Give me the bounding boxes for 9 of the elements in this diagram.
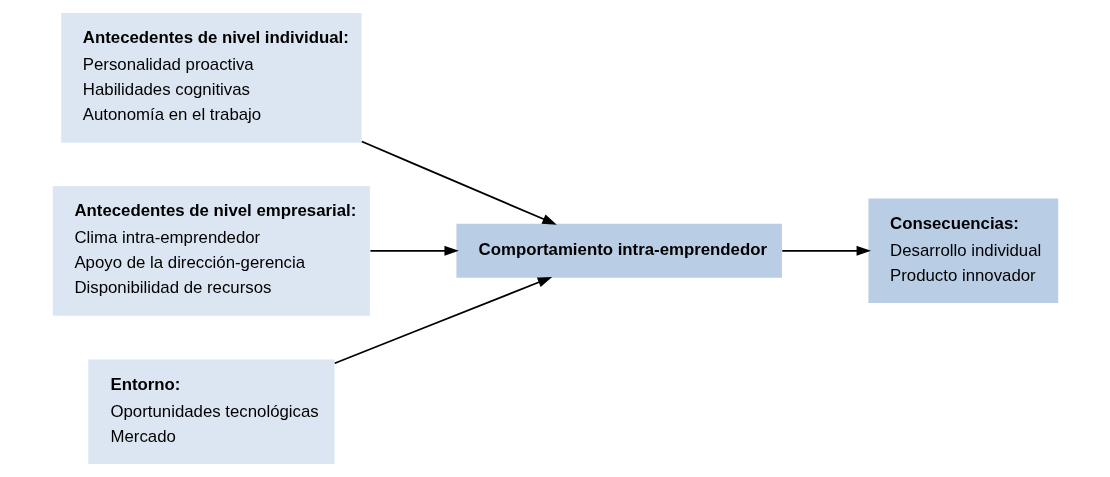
node-box: Consecuencias: Desarrollo individual Producto innovador (867, 198, 1058, 304)
arrow (780, 245, 871, 256)
node-box: Comportamiento intra-emprendedor (455, 223, 782, 278)
arrow (333, 276, 552, 365)
node-box: Antecedentes de nivel empresarial: Clima intra-emprendedor Apoyo de la dirección-gerencia Disponibilidad de recursos (52, 185, 370, 316)
arrow (369, 245, 459, 256)
arrow (360, 140, 557, 225)
node-box: Entorno: Oportunidades tecnológicas Mercado (87, 359, 334, 464)
node-box: Antecedentes de nivel individual: Personalidad proactiva Habilidades cognitivas Autonomía en el trabajo (60, 13, 361, 143)
